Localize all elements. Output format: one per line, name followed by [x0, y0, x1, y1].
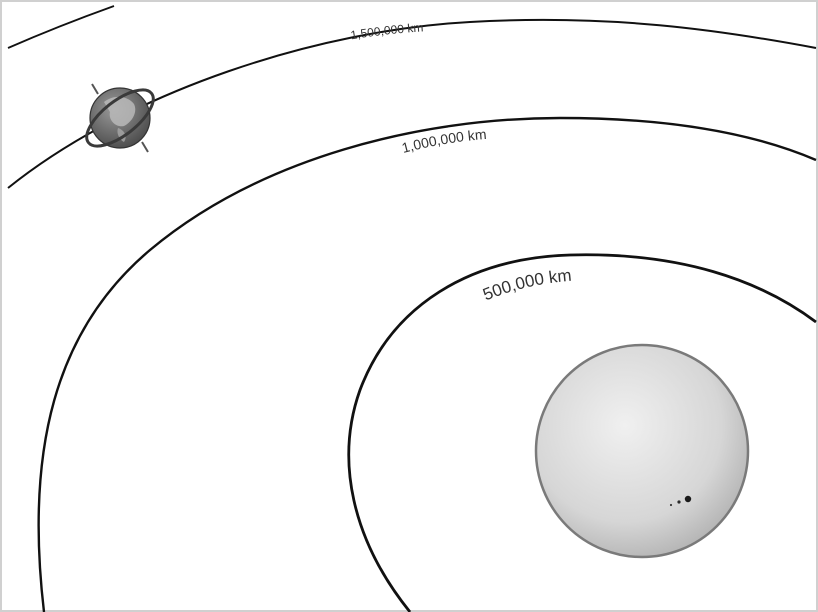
orbit-1000000-km [37, 116, 817, 612]
label-500000-km: 500,000 km [480, 266, 572, 305]
satellite-icon [85, 83, 155, 153]
label-1500000-km: 1,500,000 km [349, 20, 423, 42]
label-1000000-km: 1,000,000 km [400, 126, 487, 156]
orbit-arc-outermost [7, 5, 115, 49]
orbit-500000-km [347, 253, 817, 612]
sunspot-icon [669, 495, 692, 507]
sun-icon [534, 343, 750, 559]
